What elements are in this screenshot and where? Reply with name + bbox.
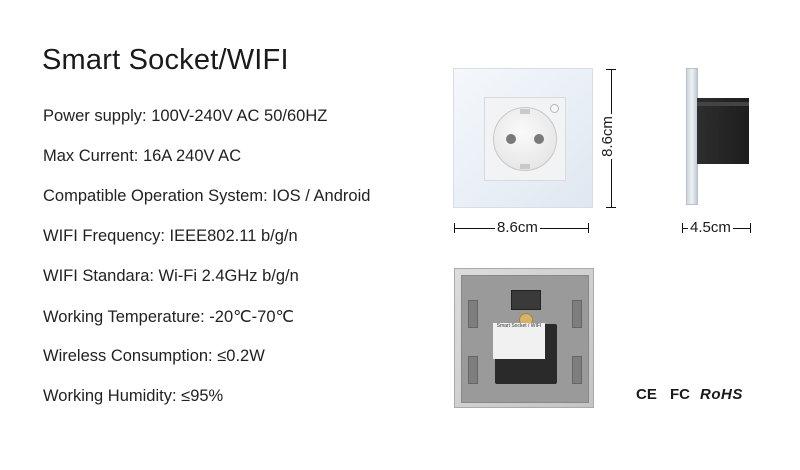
ce-mark-icon: CE [636,386,657,403]
socket-outlet [493,107,557,171]
front-view-image [453,68,593,208]
height-dimension-label: 8.6cm [598,114,616,159]
spec-wireless-consumption: Wireless Consumption: ≤0.2W [43,347,265,365]
mounting-tab-bottom-right [572,356,582,384]
socket-hole-left [506,134,516,144]
side-view-body [697,98,749,164]
width-tick-right [588,223,589,233]
mounting-tab-bottom-left [468,356,478,384]
depth-tick-left [682,223,683,233]
spec-wifi-standard: WIFI Standara: Wi-Fi 2.4GHz b/g/n [43,267,299,285]
mounting-tab-left [468,300,478,328]
fcc-mark-icon: FC [670,386,690,403]
spec-working-humidity: Working Humidity: ≤95% [43,387,224,405]
depth-dimension-label: 4.5cm [688,219,733,236]
spec-operating-system: Compatible Operation System: IOS / Andro… [43,187,371,205]
spec-power-supply: Power supply: 100V-240V AC 50/60HZ [43,107,328,125]
width-dimension-label: 8.6cm [495,219,540,236]
back-view-image: Smart Socket / WIFI [454,268,594,408]
spec-wifi-frequency: WIFI Frequency: IEEE802.11 b/g/n [43,227,298,245]
ground-clip-bottom [520,164,530,169]
width-tick-left [454,223,455,233]
height-tick-bottom [606,207,616,208]
ground-clip-top [520,109,530,114]
page-title: Smart Socket/WIFI [42,44,289,76]
spec-working-temperature: Working Temperature: -20℃-70℃ [43,308,295,326]
socket-hole-right [534,134,544,144]
terminal-block [511,290,541,310]
socket-frame [484,97,566,181]
back-spec-label: Smart Socket / WIFI [493,323,545,359]
height-tick-top [606,69,616,70]
rohs-mark-icon: RoHS [700,386,743,403]
mounting-tab-right [572,300,582,328]
depth-tick-right [750,223,751,233]
wifi-led-indicator [550,104,559,113]
spec-max-current: Max Current: 16A 240V AC [43,147,242,165]
side-view-ridge [697,102,749,106]
